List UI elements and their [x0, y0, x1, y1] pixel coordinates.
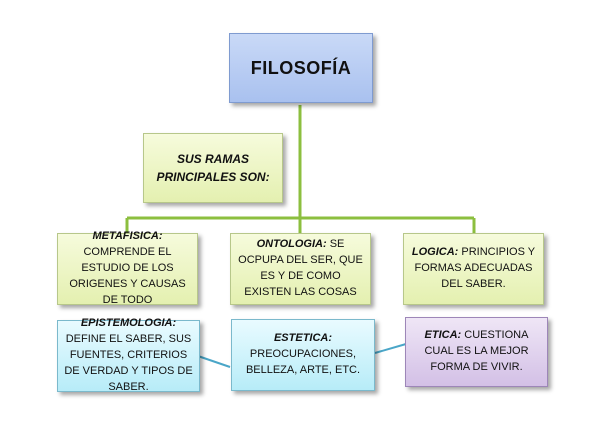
node-text: PREOCUPACIONES, BELLEZA, ARTE, ETC. [245, 348, 361, 376]
node-epistemologia: EPISTEMOLOGIA: DEFINE EL SABER, SUS FUEN… [57, 317, 200, 393]
subtitle-node: SUS RAMAS PRINCIPALES SON: [143, 133, 283, 203]
node-name: ESTETICA: [273, 332, 333, 345]
branch-text: COMPRENDE EL ESTUDIO DE LOS ORIGENES Y C… [69, 246, 186, 306]
node-text: DEFINE EL SABER, SUS FUENTES, CRITERIOS … [64, 333, 193, 393]
branch-name: METAFISICA: [92, 230, 163, 243]
node-name: ETICA: [424, 329, 462, 342]
branch-logica: LOGICA: PRINCIPIOS Y FORMAS ADECUADAS DE… [403, 233, 544, 305]
root-node: FILOSOFÍA [229, 33, 373, 103]
node-text: CUESTIONA CUAL ES LA MEJOR FORMA DE VIVI… [424, 329, 529, 373]
branch-name: LOGICA: [411, 246, 459, 259]
branch-name: ONTOLOGIA: [256, 238, 327, 251]
branch-text: SE OCPUPA DEL SER, QUE ES Y DE COMO EXIS… [238, 238, 363, 298]
branch-ontologia: ONTOLOGIA: SE OCPUPA DEL SER, QUE ES Y D… [230, 233, 371, 305]
node-name: EPISTEMOLOGIA: [80, 317, 177, 330]
root-title: FILOSOFÍA [250, 57, 352, 78]
node-estetica: ESTETICA: PREOCUPACIONES, BELLEZA, ARTE,… [231, 319, 375, 391]
branch-metafisica: METAFISICA: COMPRENDE EL ESTUDIO DE LOS … [57, 230, 198, 306]
subtitle-text: SUS RAMAS PRINCIPALES SON: [156, 152, 270, 184]
branch-text: PRINCIPIOS Y FORMAS ADECUADAS DEL SABER. [414, 246, 536, 290]
node-etica: ETICA: CUESTIONA CUAL ES LA MEJOR FORMA … [405, 317, 548, 387]
